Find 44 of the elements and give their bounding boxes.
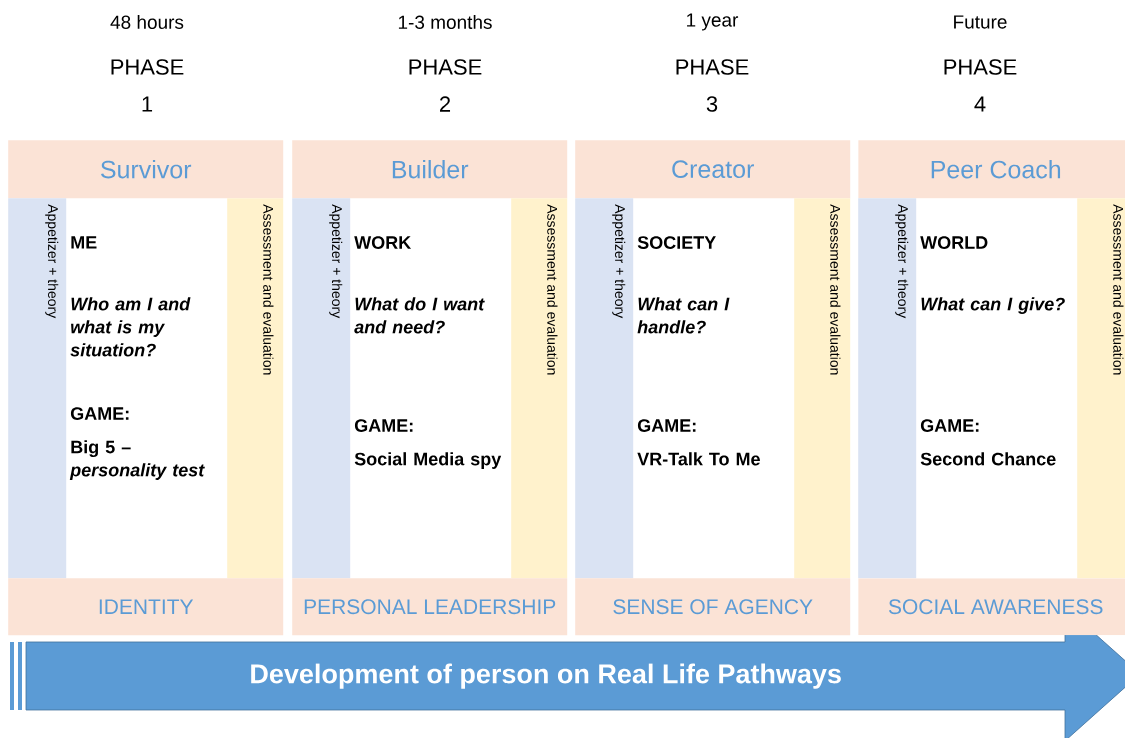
question-text: Who am I and what is my situation? [70, 297, 191, 357]
column-header: Creator [575, 140, 851, 199]
theory-band: Appetizer + theory [8, 198, 67, 579]
duration-label: 48 hours [110, 15, 184, 29]
evaluation-band: Assessment and evaluation [1077, 198, 1125, 579]
outcome-box: SENSE OF AGENCY [575, 578, 851, 636]
duration-label: Future [954, 15, 1007, 29]
topic-heading: WORK [354, 236, 412, 249]
evaluation-band: Assessment and evaluation [511, 198, 568, 579]
game-name: Social Media spy [354, 452, 502, 469]
game-name: Second Chance [920, 452, 1056, 466]
phase-label: PHASE [111, 59, 184, 75]
topic-heading: ME [71, 236, 97, 249]
question-text: What can I give? [921, 297, 1065, 314]
phase-label: PHASE [944, 59, 1017, 75]
theory-band: Appetizer + theory [292, 198, 351, 579]
duration-label: 1-3 months [398, 15, 492, 29]
question-text: What can I handle? [637, 297, 730, 334]
game-name: VR-Talk To Me [637, 452, 760, 466]
topic-heading: WORLD [920, 236, 988, 249]
game-heading: GAME: [70, 407, 129, 420]
theory-band: Appetizer + theory [575, 198, 634, 579]
game-heading: GAME: [354, 419, 413, 432]
theory-band: Appetizer + theory [858, 198, 917, 579]
phase-number: 1 [142, 96, 153, 112]
phase-number: 2 [440, 96, 450, 112]
column-header: Builder [292, 140, 568, 199]
column-header: Peer Coach [858, 140, 1125, 199]
duration-label: 1 year [687, 13, 739, 31]
phase-label: PHASE [409, 59, 482, 75]
phase-number: 4 [974, 96, 986, 112]
outcome-box: IDENTITY [8, 578, 284, 636]
phase-label: PHASE [676, 59, 749, 75]
phase-number: 3 [706, 96, 718, 112]
topic-heading: SOCIETY [637, 236, 716, 249]
question-text: What do I want and need? [354, 297, 485, 334]
game-name: Big 5 – personality test [69, 440, 205, 480]
outcome-box: PERSONAL LEADERSHIP [292, 578, 568, 636]
column-header: Survivor [8, 140, 284, 199]
game-heading: GAME: [920, 419, 979, 432]
evaluation-band: Assessment and evaluation [794, 198, 851, 579]
game-heading: GAME: [637, 419, 696, 432]
evaluation-band: Assessment and evaluation [227, 198, 284, 579]
outcome-box: SOCIAL AWARENESS [858, 578, 1125, 636]
